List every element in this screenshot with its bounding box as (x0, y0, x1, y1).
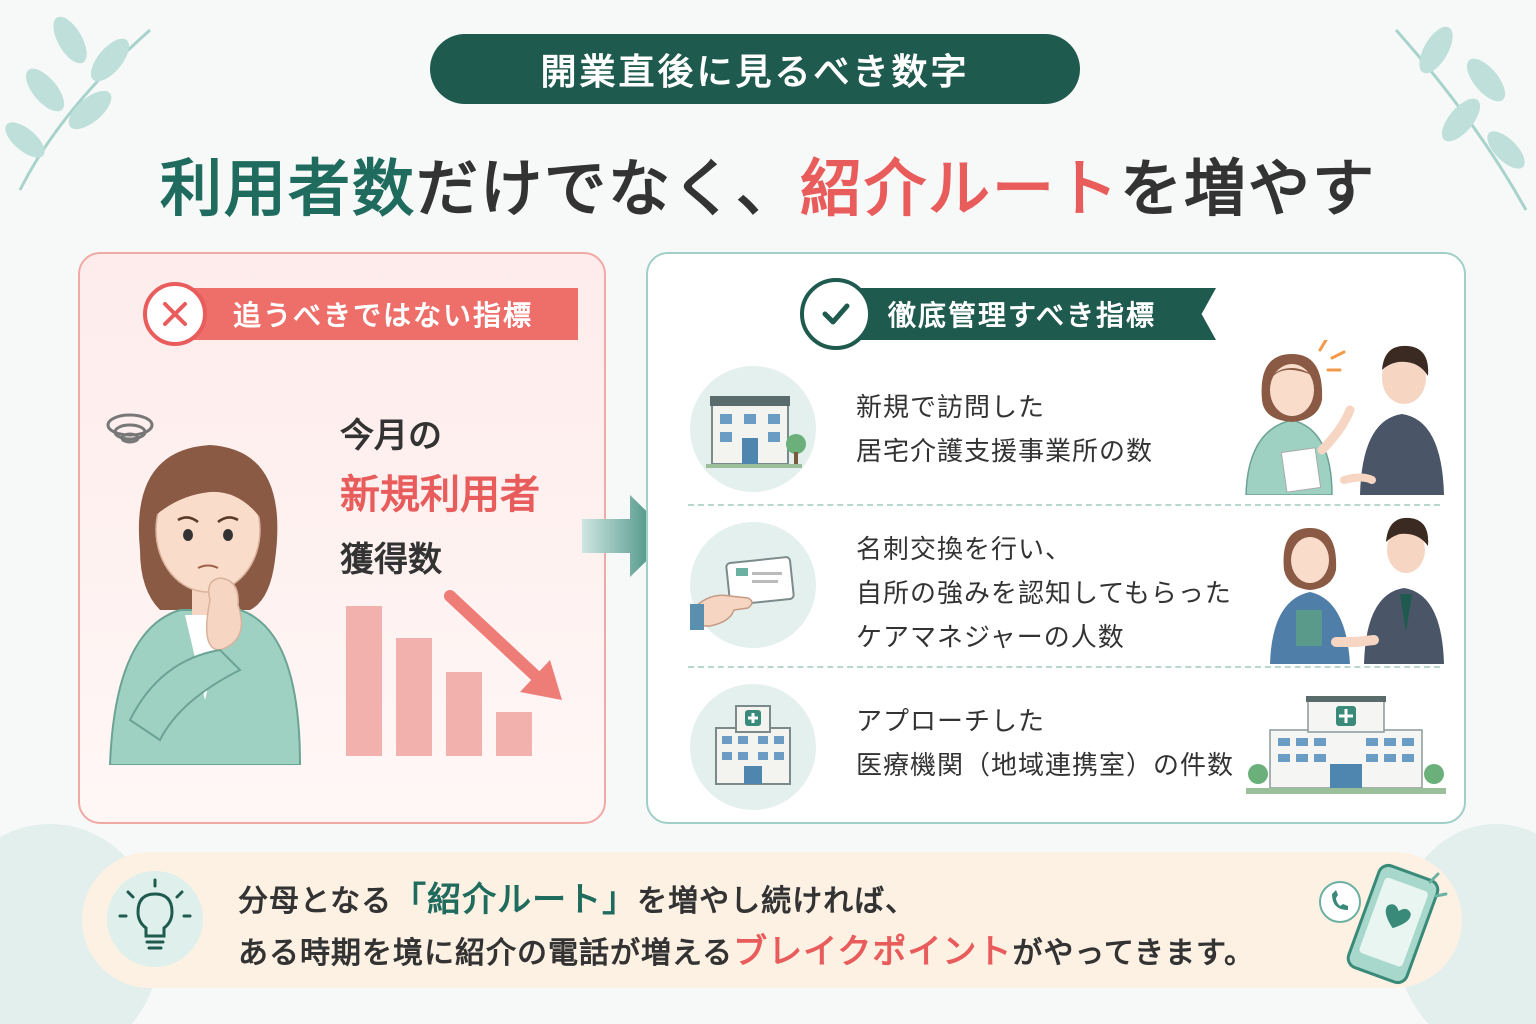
conclusion-line: 分母となる「紹介ルート」を増やし続ければ、 (238, 872, 916, 921)
headline-part: 紹介ルート (800, 152, 1121, 225)
hospital-icon (690, 684, 816, 810)
page-headline: 利用者数だけでなく、紹介ルートを増やす (0, 138, 1536, 228)
good-metric-item: 新規で訪問した 居宅介護支援事業所の数 (856, 386, 1153, 474)
good-metric-line: アプローチした (856, 707, 1046, 737)
business-card-icon (690, 522, 816, 648)
headline-part: を増やす (1120, 152, 1377, 225)
item-divider (688, 504, 1440, 506)
hospital-building-illustration (1246, 696, 1446, 794)
page-banner: 開業直後に見るべき数字 (430, 34, 1080, 104)
cross-icon (143, 282, 207, 346)
leaf-decoration-icon (1394, 26, 1528, 211)
bad-metric-line: 今月の (340, 416, 442, 456)
good-metric-line: 自所の強みを認知してもらった (856, 579, 1232, 609)
headline-part: だけでなく、 (415, 152, 800, 225)
good-metric-line: 名刺交換を行い、 (856, 535, 1073, 565)
bad-metric-line: 獲得数 (340, 540, 442, 580)
good-metrics-label: 徹底管理すべき指標 (856, 288, 1216, 340)
good-metric-item: 名刺交換を行い、 自所の強みを認知してもらった ケアマネジャーの人数 (856, 528, 1232, 660)
bad-metrics-label: 追うべきではない指標 (193, 288, 578, 340)
leaf-decoration-icon (5, 16, 151, 191)
bad-metric-highlight: 新規利用者 (340, 472, 540, 518)
good-metric-line: 医療機関（地域連携室）の件数 (856, 751, 1235, 781)
visit-conversation-illustration (1245, 340, 1444, 495)
good-metric-line: 居宅介護支援事業所の数 (856, 437, 1154, 467)
good-metrics-badge: 徹底管理すべき指標 (800, 278, 1220, 350)
check-icon (800, 278, 872, 350)
worried-woman-illustration (106, 413, 302, 765)
handshake-illustration (1270, 517, 1444, 664)
lightbulb-icon (107, 871, 203, 967)
conclusion-highlight: 「紹介ルート」 (392, 880, 638, 920)
conclusion-text: 分母となる (238, 884, 393, 919)
conclusion-text: を増やし続ければ、 (637, 884, 917, 919)
item-divider (688, 666, 1440, 668)
conclusion-highlight: ブレイクポイント (733, 932, 1013, 972)
conclusion-bar (82, 852, 1462, 988)
declining-bars-icon (346, 590, 562, 756)
conclusion-line: ある時期を境に紹介の電話が増えるブレイクポイントがやってきます。 (238, 924, 1255, 973)
good-metric-line: ケアマネジャーの人数 (856, 623, 1125, 653)
headline-part: 利用者数 (159, 152, 416, 225)
good-metric-line: 新規で訪問した (856, 393, 1046, 423)
conclusion-text: がやってきます。 (1012, 936, 1256, 971)
conclusion-text: ある時期を境に紹介の電話が増える (238, 936, 734, 971)
bad-metrics-badge: 追うべきではない指標 (143, 282, 578, 346)
phone-heart-icon (1319, 863, 1448, 985)
good-metric-item: アプローチした 医療機関（地域連携室）の件数 (856, 700, 1234, 788)
office-building-icon (690, 366, 816, 492)
